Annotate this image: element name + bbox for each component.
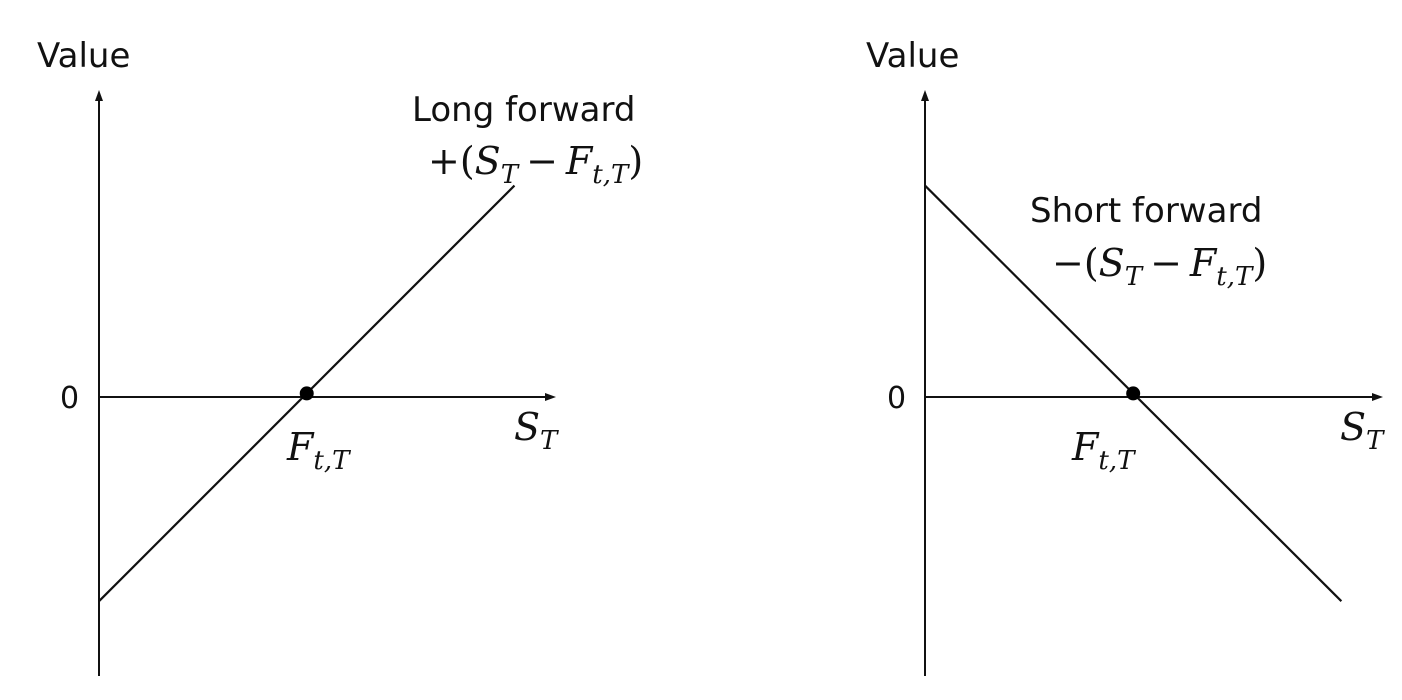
short-breakeven-label: Ft,T xyxy=(1071,425,1136,476)
long-formula-s: S xyxy=(475,139,501,183)
long-y-axis-label: Value xyxy=(37,36,130,76)
short-formula-f: F xyxy=(1189,241,1218,285)
short-zero-tick-label: 0 xyxy=(887,381,906,416)
short-formula-s: S xyxy=(1099,241,1125,285)
short-forward-panel: Value 0 ST Ft,T Short forward −(ST−Ft,T) xyxy=(866,36,1385,676)
long-x-axis-label-sub: T xyxy=(540,426,559,456)
short-breakeven-point xyxy=(1126,386,1141,401)
long-formula-minus: − xyxy=(526,139,558,183)
short-formula-minus: − xyxy=(1150,241,1182,285)
long-formula-close-paren: ) xyxy=(628,139,643,183)
short-x-axis-label-s: S xyxy=(1340,405,1366,449)
long-formula-f-sub: t,T xyxy=(592,160,630,190)
long-breakeven-label: Ft,T xyxy=(286,425,351,476)
short-x-axis-label-sub: T xyxy=(1366,426,1385,456)
short-formula-s-sub: T xyxy=(1125,262,1144,292)
long-formula-s-sub: T xyxy=(501,160,520,190)
long-x-axis-label-s: S xyxy=(514,405,540,449)
short-formula-close-paren: ) xyxy=(1252,241,1267,285)
short-x-axis-label: ST xyxy=(1340,405,1385,456)
long-formula-f: F xyxy=(565,139,594,183)
short-breakeven-label-sub: t,T xyxy=(1098,446,1136,476)
long-y-axis-arrow xyxy=(95,90,103,101)
short-forward-annotation-title: Short forward xyxy=(1030,191,1262,231)
short-formula-open-paren: ( xyxy=(1084,241,1099,285)
long-zero-tick-label: 0 xyxy=(60,381,79,416)
long-forward-annotation-title: Long forward xyxy=(412,90,635,130)
long-x-axis-label: ST xyxy=(514,405,559,456)
long-breakeven-label-f: F xyxy=(286,425,315,469)
long-formula-open-paren: ( xyxy=(460,139,475,183)
long-x-axis-arrow xyxy=(545,393,556,401)
long-breakeven-label-sub: t,T xyxy=(313,446,351,476)
long-forward-panel: Value 0 ST Ft,T Long forward +(ST−Ft,T) xyxy=(37,36,643,676)
short-x-axis-arrow xyxy=(1372,393,1383,401)
short-formula-f-sub: t,T xyxy=(1216,262,1254,292)
short-y-axis-arrow xyxy=(921,90,929,101)
long-breakeven-point xyxy=(299,386,314,401)
long-formula-sign: + xyxy=(428,139,460,183)
short-forward-annotation-formula: −(ST−Ft,T) xyxy=(1052,241,1267,292)
short-y-axis-label: Value xyxy=(866,36,959,76)
short-breakeven-label-f: F xyxy=(1071,425,1100,469)
long-forward-annotation-formula: +(ST−Ft,T) xyxy=(428,139,643,190)
short-formula-sign: − xyxy=(1052,241,1084,285)
